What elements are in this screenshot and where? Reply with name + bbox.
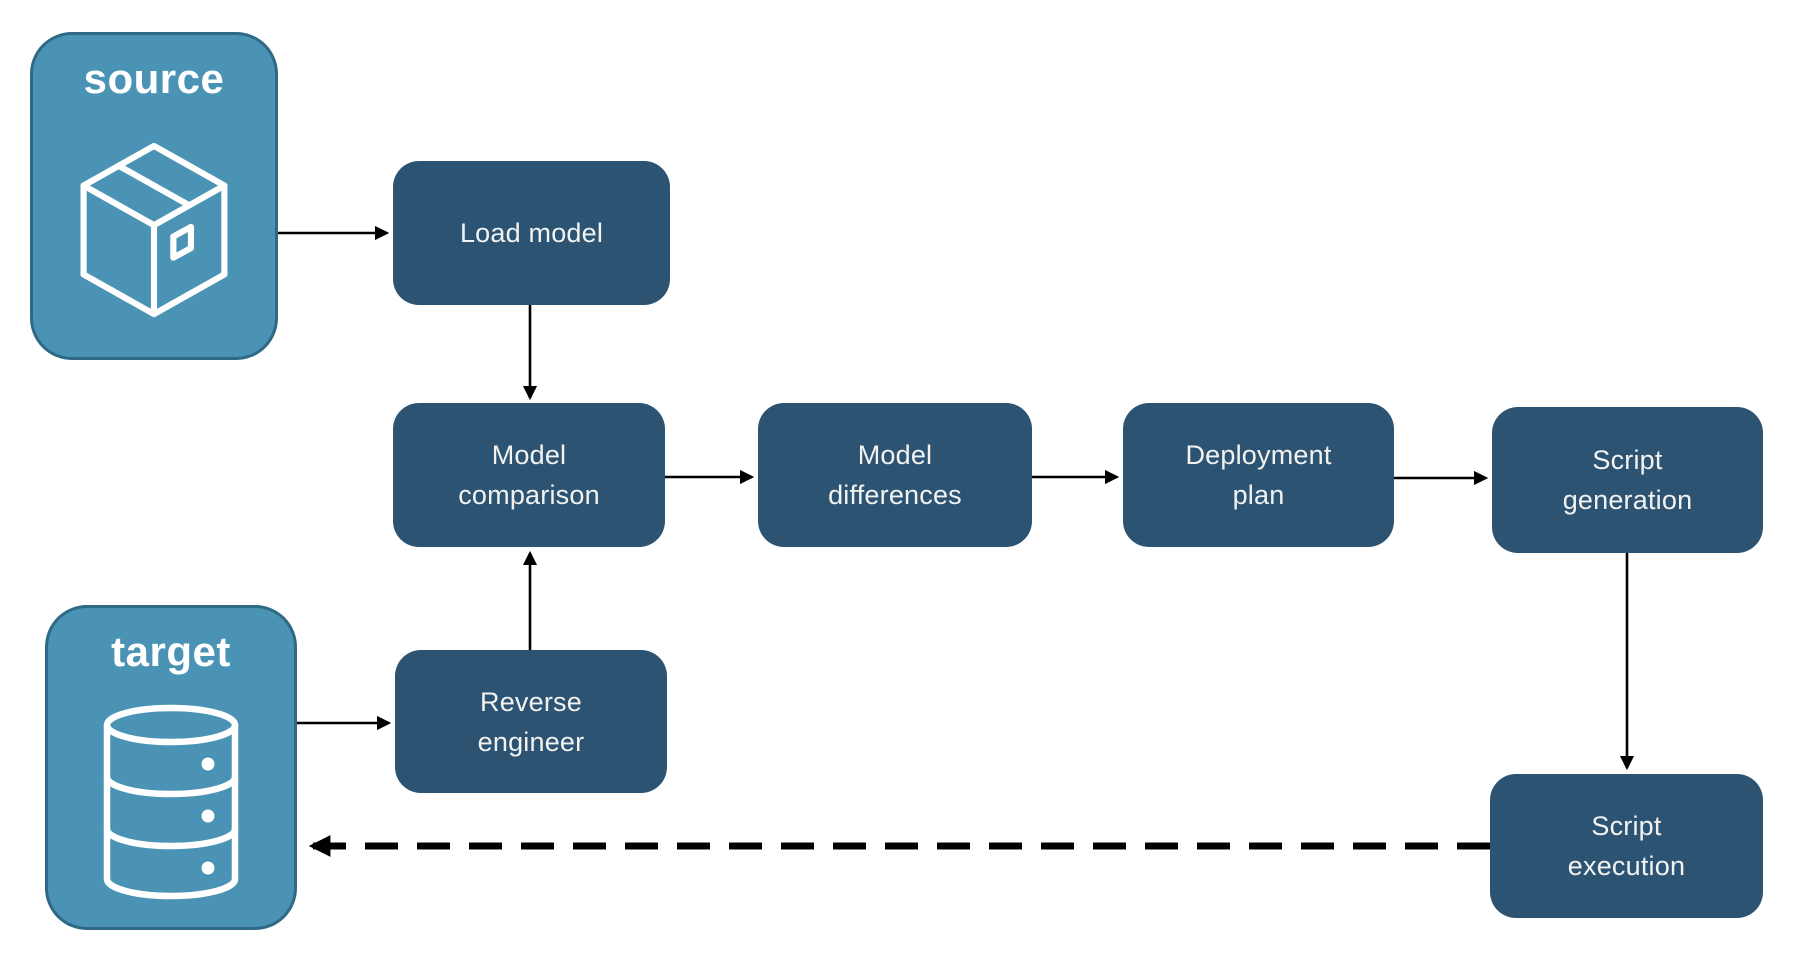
target-endpoint: target <box>45 605 297 930</box>
node-model-comparison: Model comparison <box>393 403 665 547</box>
node-load-model-label: Load model <box>459 218 604 248</box>
node-script-generation-label: Script generation <box>1562 445 1693 515</box>
node-model-comparison-label: Model comparison <box>458 440 600 510</box>
node-reverse-engineer: Reverse engineer <box>395 650 667 793</box>
node-deployment-plan: Deployment plan <box>1123 403 1394 547</box>
node-reverse-engineer-label: Reverse engineer <box>477 686 585 757</box>
node-script-generation: Script generation <box>1492 407 1763 553</box>
target-label: target <box>111 628 231 675</box>
database-icon <box>48 676 294 927</box>
node-deployment-plan-label: Deployment plan <box>1185 440 1332 510</box>
node-model-differences-label: Model differences <box>828 440 962 510</box>
source-endpoint: source <box>30 32 278 360</box>
package-icon <box>33 103 275 357</box>
node-script-execution: Script execution <box>1490 774 1763 918</box>
source-label: source <box>83 55 225 102</box>
node-script-execution-label: Script execution <box>1567 811 1686 881</box>
node-load-model: Load model <box>393 161 670 305</box>
node-model-differences: Model differences <box>758 403 1032 547</box>
